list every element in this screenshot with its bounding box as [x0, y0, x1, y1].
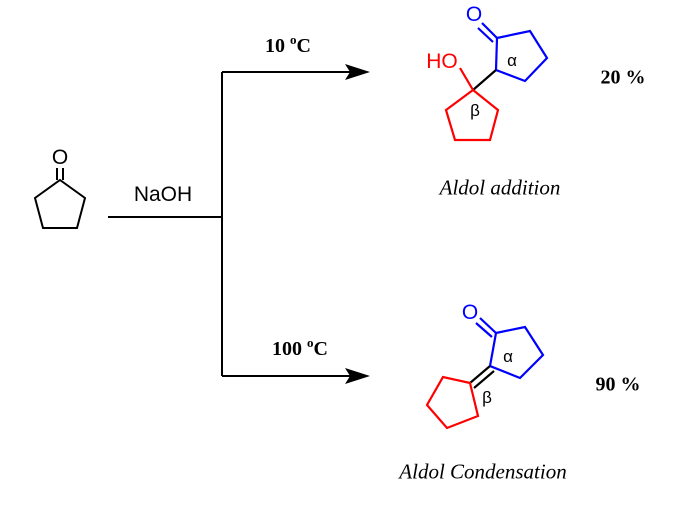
bottom-product-name: Aldol Condensation	[399, 459, 567, 484]
top-beta-label: β	[470, 101, 480, 120]
bottom-alpha-label: α	[503, 347, 513, 366]
reagent-label: NaOH	[133, 183, 193, 206]
bottom-beta-label: β	[482, 388, 492, 407]
aldol-condensation-structure	[425, 317, 545, 430]
aldol-addition-structure	[444, 22, 549, 142]
bottom-yield: 90 %	[595, 373, 641, 396]
arrow-head-top	[345, 64, 370, 80]
starting-cyclopentanone	[33, 168, 87, 229]
bottom-oxygen-label: O	[461, 301, 479, 324]
top-temperature: 10 oC	[265, 32, 311, 57]
bottom-temperature: 100 oC	[272, 335, 328, 360]
arrow-head-bottom	[345, 368, 370, 384]
hydroxyl-label: HO	[426, 50, 458, 73]
top-oxygen-label: O	[465, 3, 483, 26]
reaction-arrows	[108, 71, 352, 377]
top-alpha-label: α	[507, 51, 517, 70]
start-oxygen-label: O	[51, 146, 69, 169]
top-yield: 20 %	[600, 66, 646, 89]
top-product-name: Aldol addition	[439, 175, 561, 200]
